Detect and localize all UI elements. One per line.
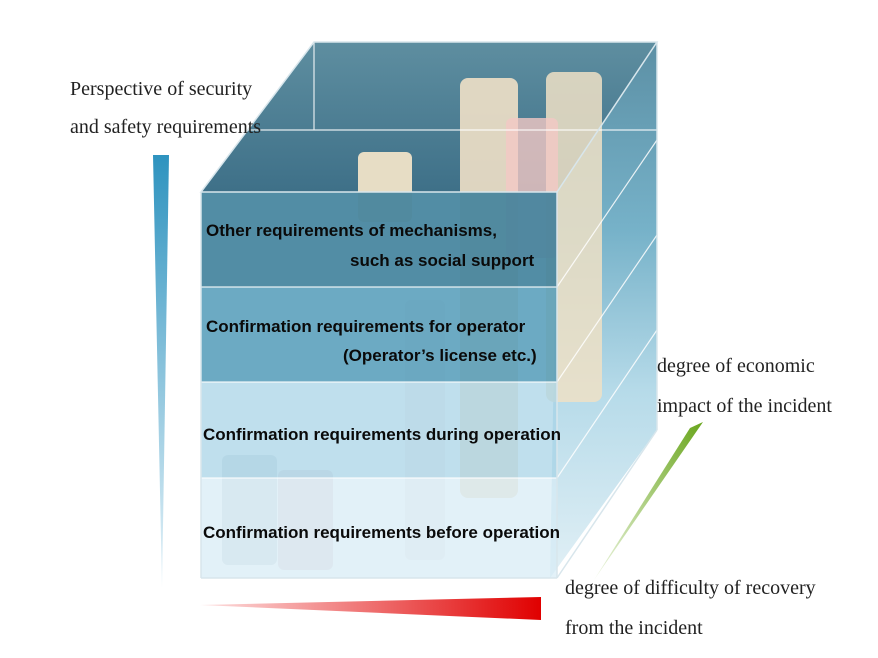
security-perspective-label: Perspective of security and safety requi… xyxy=(70,70,270,146)
recovery-difficulty-label-line2: from the incident xyxy=(565,617,703,639)
layer-operator-requirements xyxy=(201,287,557,382)
economic-impact-label-line1: degree of economic xyxy=(657,355,815,377)
layer-during-operation xyxy=(201,382,557,478)
layer-before-operation-label: Confirmation requirements before operati… xyxy=(203,523,561,542)
security-perspective-axis xyxy=(153,155,169,588)
economic-impact-label: degree of economic impact of the inciden… xyxy=(657,346,877,426)
recovery-difficulty-label-line1: degree of difficulty of recovery xyxy=(565,577,816,599)
economic-impact-axis xyxy=(594,422,703,580)
layer-operator-label-line1: Confirmation requirements for operator xyxy=(206,317,526,336)
layer-other-requirements xyxy=(201,192,557,287)
recovery-difficulty-label: degree of difficulty of recovery from th… xyxy=(565,568,865,648)
layer-operator-label-line2: (Operator’s license etc.) xyxy=(343,346,537,365)
block-outline xyxy=(199,41,659,579)
security-perspective-label-line2: and safety requirements xyxy=(70,116,262,138)
economic-impact-label-line2: impact of the incident xyxy=(657,395,832,417)
recovery-difficulty-axis xyxy=(200,597,541,620)
layer-other-label-line2: such as social support xyxy=(350,251,535,270)
security-perspective-label-line1: Perspective of security xyxy=(70,78,253,100)
layer-before-operation xyxy=(201,478,557,578)
layer-during-operation-label: Confirmation requirements during operati… xyxy=(203,425,561,444)
layer-other-label-line1: Other requirements of mechanisms, xyxy=(206,221,497,240)
